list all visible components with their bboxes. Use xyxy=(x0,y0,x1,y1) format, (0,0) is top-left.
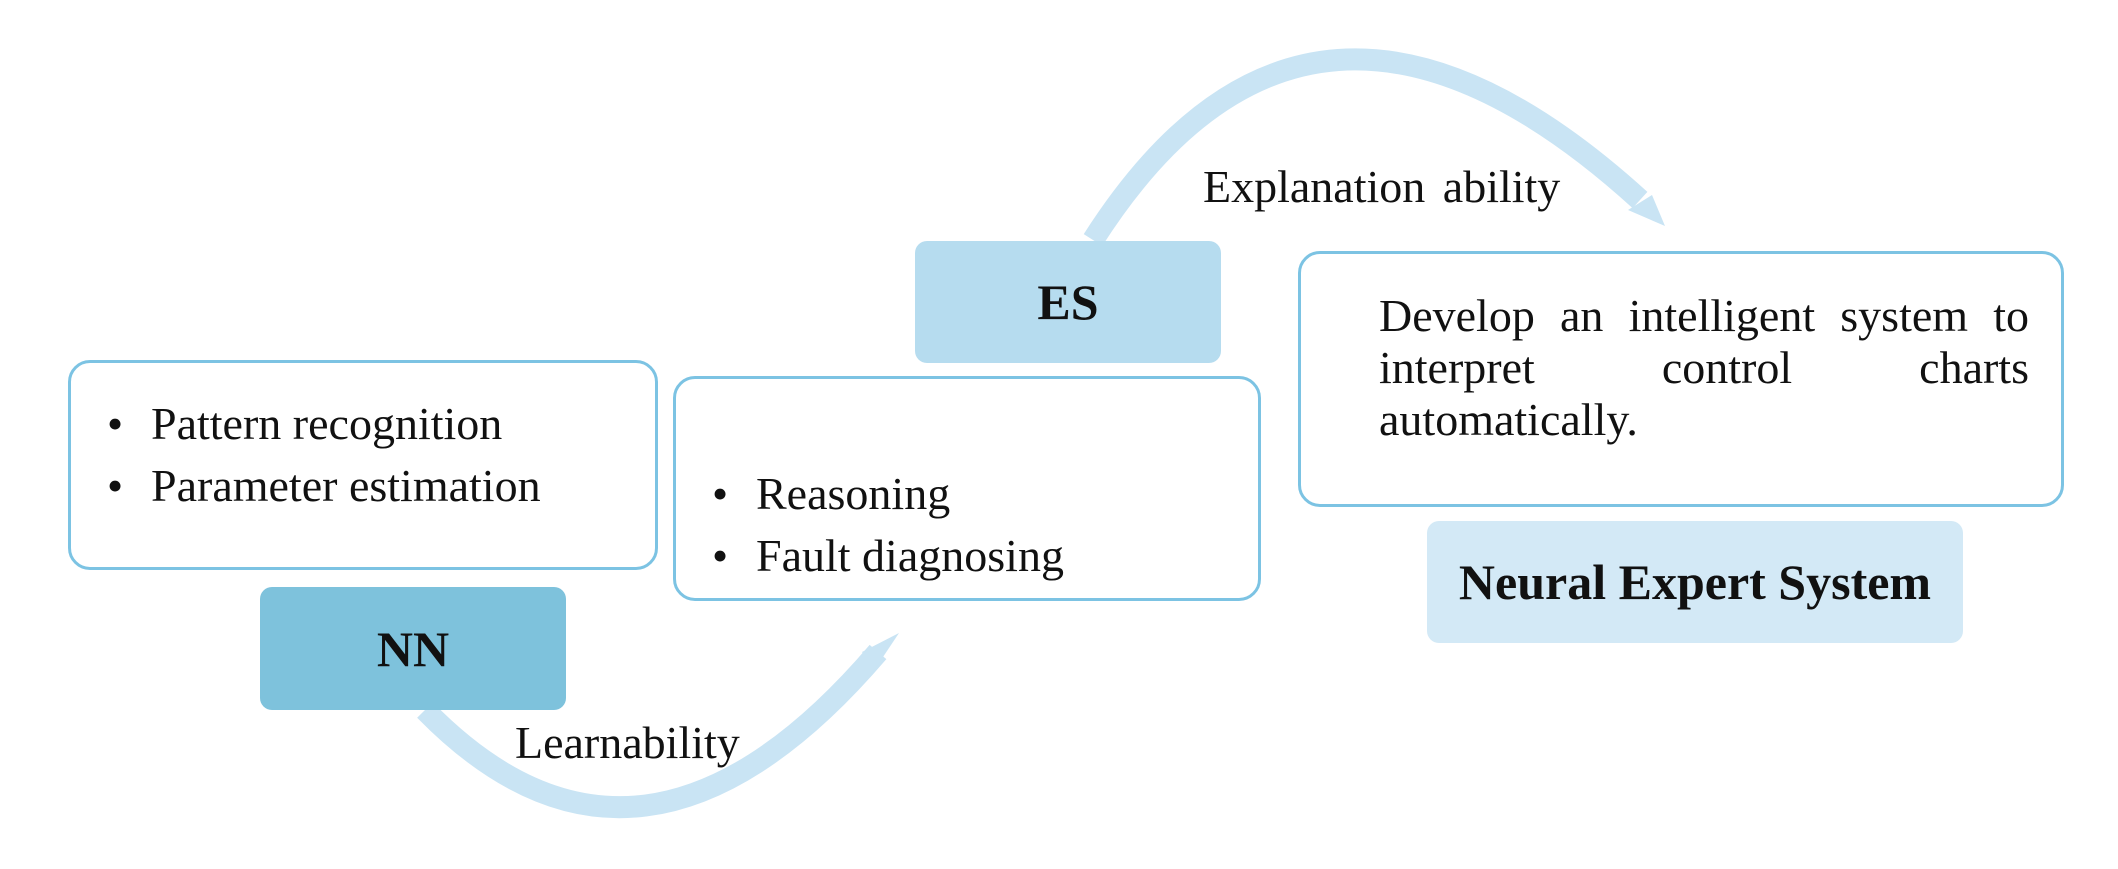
goal-card: Develop an intelligent system to interpr… xyxy=(1298,251,2064,507)
nn-capabilities-card: Pattern recognition Parameter estimation xyxy=(68,360,658,570)
list-item: Reasoning xyxy=(712,463,1064,525)
learnability-arrowhead xyxy=(862,633,899,672)
explanation-arrowhead xyxy=(1628,195,1665,226)
es-tag: ES xyxy=(915,241,1221,363)
learnability-arrow xyxy=(417,644,887,819)
nn-tag: NN xyxy=(260,587,566,710)
list-item: Fault diagnosing xyxy=(712,525,1064,587)
list-item: Pattern recognition xyxy=(107,393,541,455)
explanation-ability-label: Explanation ability xyxy=(1203,161,1561,212)
list-item: Parameter estimation xyxy=(107,455,541,517)
explanation-arrow xyxy=(1083,48,1648,246)
neural-expert-system-tag: Neural Expert System xyxy=(1427,521,1963,643)
learnability-label: Learnability xyxy=(515,717,740,768)
nn-capabilities-list: Pattern recognition Parameter estimation xyxy=(107,393,541,517)
goal-text: Develop an intelligent system to interpr… xyxy=(1379,290,2029,445)
es-capabilities-card: Reasoning Fault diagnosing xyxy=(673,376,1261,601)
es-capabilities-list: Reasoning Fault diagnosing xyxy=(712,463,1064,587)
